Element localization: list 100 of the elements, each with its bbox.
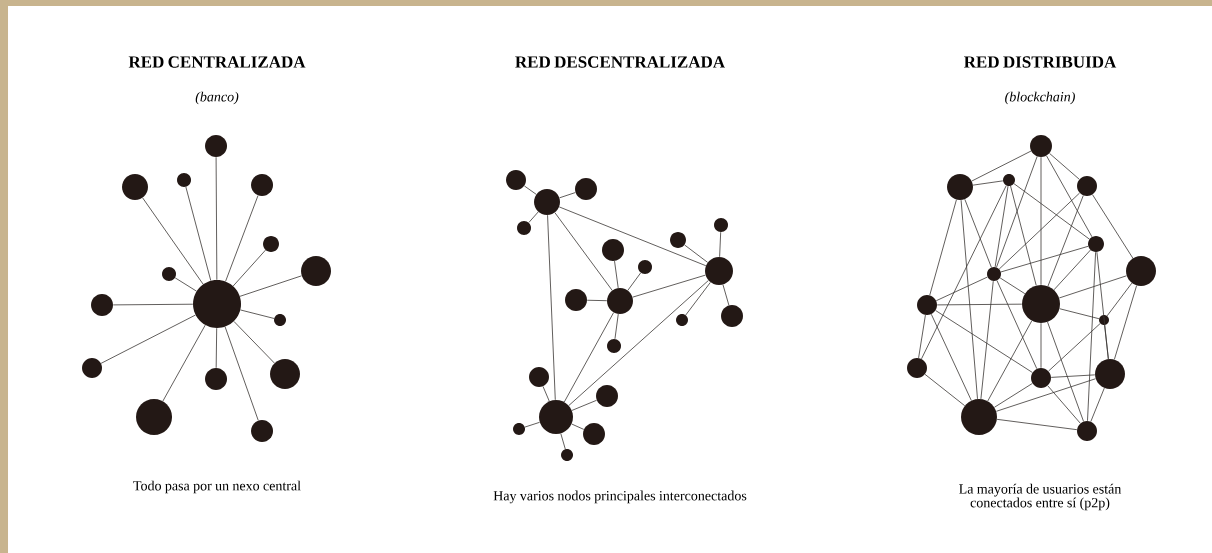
connection-line	[586, 299, 608, 302]
connection-line	[559, 192, 576, 199]
connection-line	[964, 198, 992, 268]
connection-line	[112, 303, 194, 306]
connection-line	[972, 180, 1004, 186]
connection-line	[632, 274, 706, 298]
connection-line	[1013, 183, 1090, 240]
connection-line	[568, 280, 709, 406]
network-node	[1095, 359, 1125, 389]
network-node	[714, 218, 728, 232]
network-node	[1030, 135, 1052, 157]
connection-line	[563, 312, 615, 403]
network-node	[705, 257, 733, 285]
connection-line	[929, 199, 957, 296]
network-node	[274, 314, 286, 326]
connection-line	[999, 277, 1026, 295]
connection-line	[233, 320, 275, 364]
network-node	[583, 423, 605, 445]
connection-line	[1040, 156, 1042, 286]
network-node	[1088, 236, 1104, 252]
network-node	[670, 232, 686, 248]
network-node	[251, 420, 273, 442]
subheading: (blockchain)	[1005, 91, 1075, 105]
connection-line	[1010, 185, 1037, 286]
network-node	[251, 174, 273, 196]
connection-line	[980, 280, 994, 400]
connection-line	[998, 192, 1080, 270]
connection-line	[1090, 387, 1105, 422]
network-node	[907, 358, 927, 378]
network-node	[529, 367, 549, 387]
connection-line	[542, 386, 550, 402]
connection-line	[185, 186, 212, 281]
heading: RED DESCENTRALIZADA	[515, 56, 725, 68]
network-node	[517, 221, 531, 235]
network-node	[91, 294, 113, 316]
connection-line	[554, 212, 613, 291]
connection-line	[1048, 323, 1101, 372]
network-node	[82, 358, 102, 378]
connection-line	[987, 320, 1033, 402]
connection-line	[1049, 152, 1080, 180]
connection-line	[225, 195, 259, 282]
connection-line	[142, 197, 204, 285]
network-node	[177, 173, 191, 187]
connection-line	[614, 260, 619, 289]
network-node	[539, 400, 573, 434]
connection-line	[996, 156, 1038, 268]
caption: Todo pasa por un nexo central	[133, 480, 301, 494]
connection-line	[614, 313, 619, 340]
connection-line	[1058, 275, 1127, 299]
connection-line	[547, 214, 556, 401]
network-node	[676, 314, 688, 326]
connection-line	[722, 284, 730, 306]
connection-line	[240, 309, 275, 319]
network-node	[506, 170, 526, 190]
heading: RED DISTRIBUIDA	[964, 56, 1117, 68]
connection-line	[1000, 245, 1089, 273]
network-node	[162, 267, 176, 281]
connection-line	[524, 421, 541, 428]
connection-line	[232, 249, 266, 287]
connection-line	[162, 324, 206, 402]
connection-line	[1092, 194, 1134, 259]
caption: Hay varios nodos principales interconectados	[493, 490, 747, 504]
network-node	[301, 256, 331, 286]
network-node	[1003, 174, 1015, 186]
connection-line	[936, 303, 1023, 306]
connection-line	[523, 185, 537, 195]
network-node	[205, 135, 227, 157]
network-node	[122, 174, 148, 200]
connection-line	[1047, 385, 1081, 424]
network-node	[270, 359, 300, 389]
network-node	[947, 174, 973, 200]
network-node	[193, 280, 241, 328]
network-node	[1126, 256, 1156, 286]
connection-line	[571, 423, 585, 430]
network-node	[575, 178, 597, 200]
network-node	[638, 260, 652, 274]
caption: La mayoría de usuarios están conectados entre sí (p2p)	[959, 483, 1122, 511]
connection-line	[994, 383, 1033, 408]
connection-line	[918, 314, 926, 359]
network-node	[1099, 315, 1109, 325]
connection-line	[1047, 321, 1084, 422]
connection-line	[571, 399, 598, 411]
connection-line	[1046, 155, 1093, 238]
connection-line	[627, 272, 642, 291]
connection-line	[558, 206, 707, 267]
network-node	[602, 239, 624, 261]
connection-line	[215, 327, 218, 369]
connection-line	[921, 185, 1007, 360]
connection-line	[560, 433, 566, 450]
connection-line	[1047, 195, 1084, 287]
connection-line	[1106, 282, 1133, 317]
connection-line	[996, 280, 1038, 370]
connection-line	[930, 313, 972, 401]
network-node	[917, 295, 937, 315]
connection-line	[971, 150, 1032, 182]
connection-line	[1050, 374, 1096, 378]
connection-line	[935, 310, 1033, 373]
connection-line	[924, 373, 966, 407]
connection-line	[215, 156, 218, 281]
connection-line	[100, 314, 196, 364]
